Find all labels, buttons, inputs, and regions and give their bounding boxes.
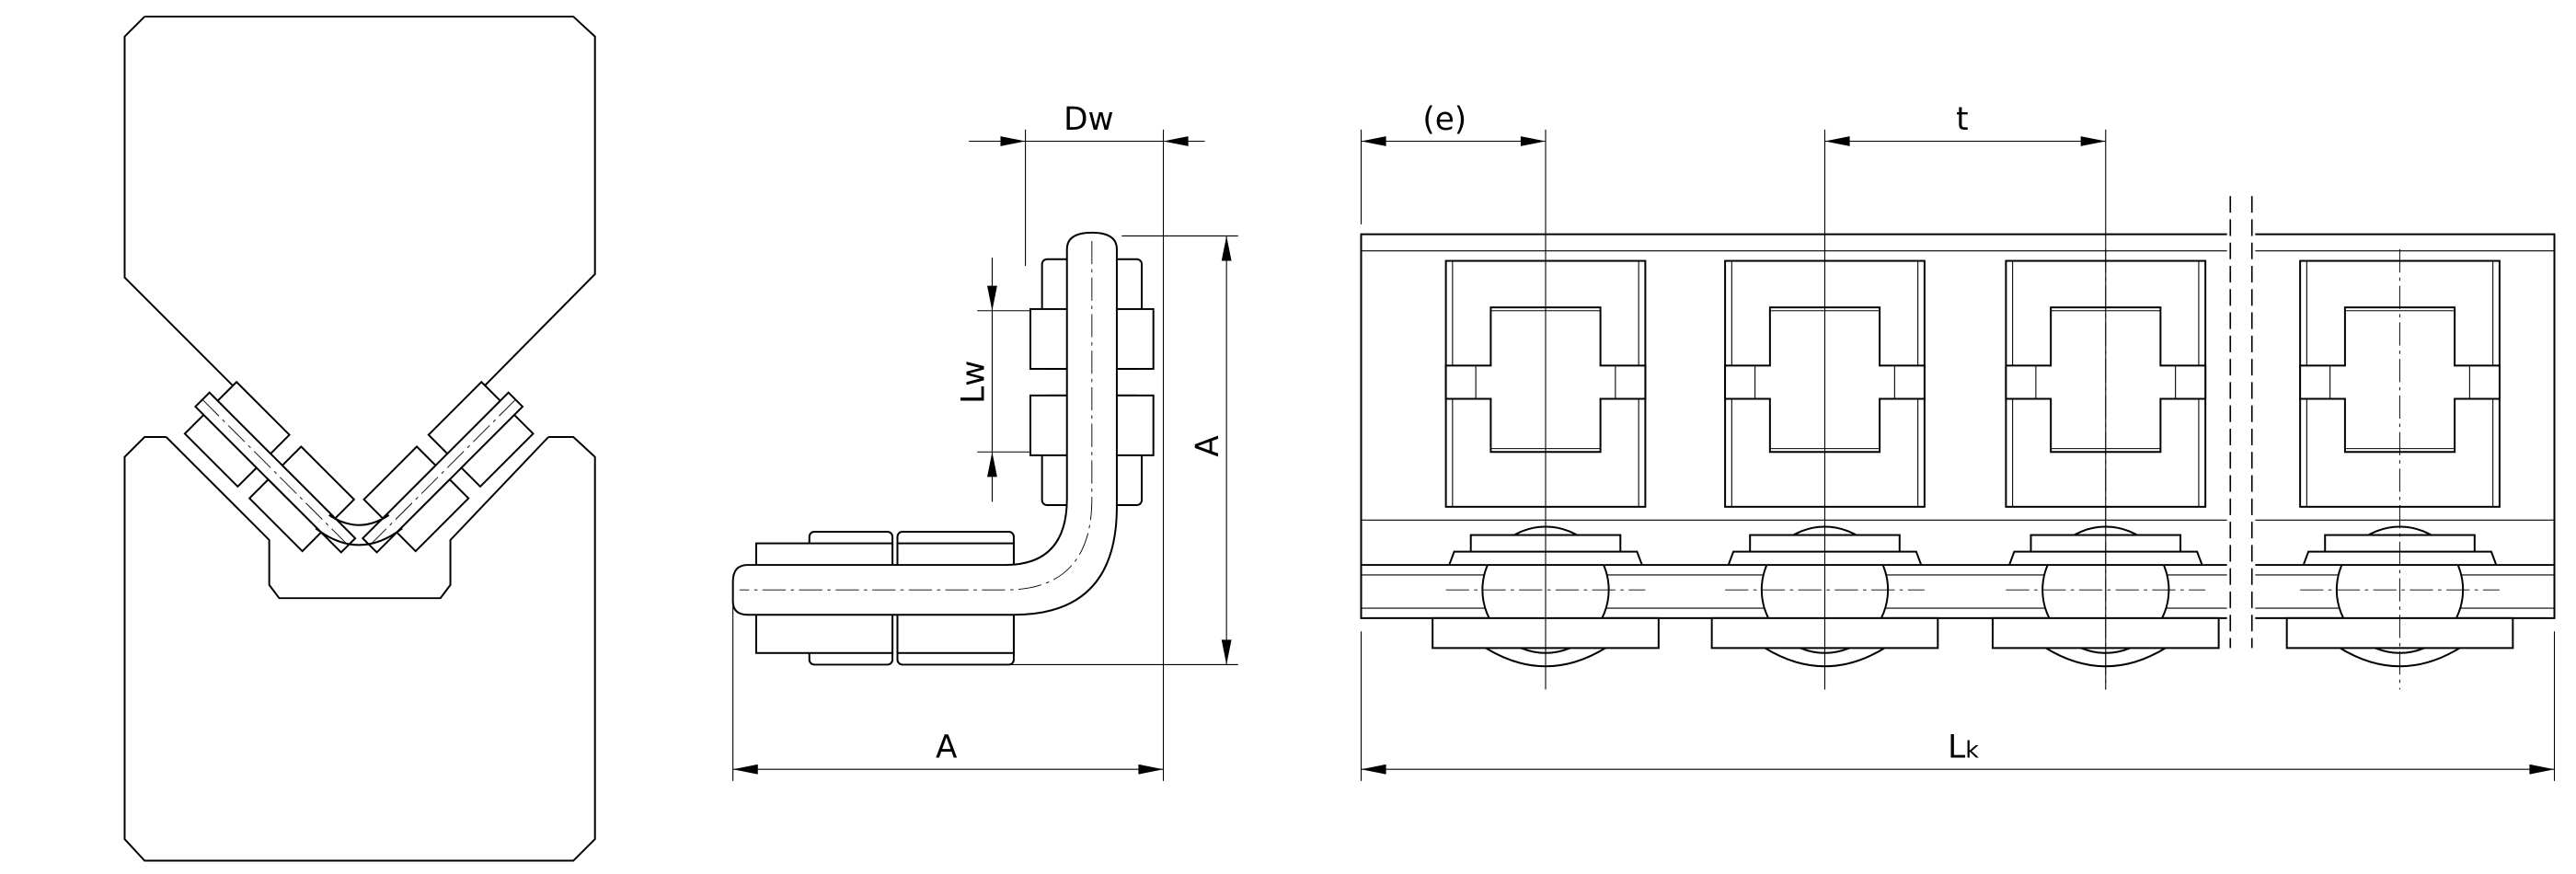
chain-bend bbox=[315, 514, 403, 546]
chain-side-view bbox=[1360, 196, 2556, 690]
bent-chain-bar bbox=[731, 231, 1118, 616]
v-block-view bbox=[123, 16, 596, 862]
upper-v-block bbox=[123, 16, 596, 420]
angle-dimensions: Dw Lw A A bbox=[732, 101, 1238, 781]
dim-label-a-horizontal: A bbox=[936, 730, 958, 766]
dim-label-dw: Dw bbox=[1064, 101, 1113, 138]
angle-view bbox=[731, 231, 1155, 666]
chain-in-v-left bbox=[183, 380, 357, 554]
dim-label-lk-sub: k bbox=[1965, 737, 1979, 764]
dim-label-lw: Lw bbox=[955, 361, 992, 404]
dim-label-e: (e) bbox=[1422, 101, 1466, 138]
dim-label-lk-main: L bbox=[1948, 730, 1965, 766]
lower-v-block bbox=[123, 436, 596, 862]
dim-label-lk: Lk bbox=[1948, 730, 1979, 766]
dim-label-a-vertical: A bbox=[1190, 435, 1226, 457]
dim-label-t: t bbox=[1956, 101, 1968, 138]
chain-link bbox=[2285, 248, 2514, 690]
angle-centerline bbox=[739, 240, 1093, 591]
chain-in-v-right bbox=[361, 380, 535, 554]
side-dimensions: (e) t Lk bbox=[1360, 101, 2556, 781]
